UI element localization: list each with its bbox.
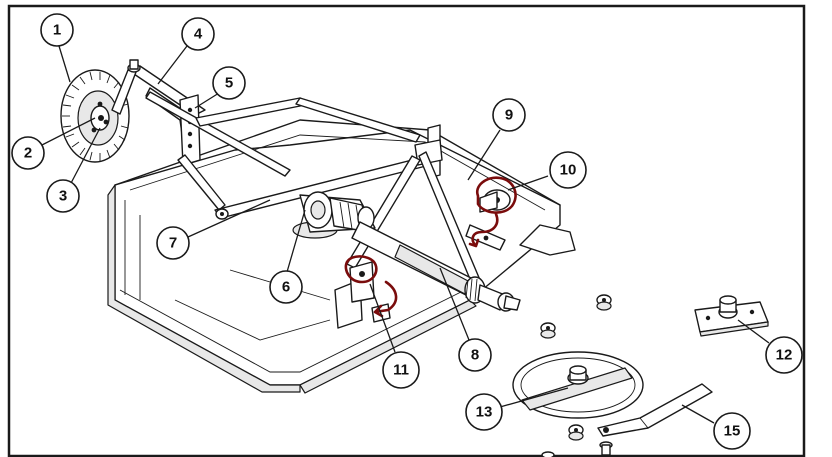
blade-carrier (512, 351, 644, 419)
callout-2: 2 (11, 136, 45, 170)
callout-15: 15 (713, 412, 751, 450)
right-hitch-pin (465, 189, 511, 251)
callout-12-label: 12 (776, 347, 793, 364)
callout-6-label: 6 (282, 279, 290, 296)
leader-1 (58, 45, 71, 83)
highlight-ring-left-pin (344, 255, 378, 284)
leader-13 (499, 387, 569, 408)
bearing-plate (694, 295, 769, 337)
leader-6 (286, 209, 306, 273)
diagram-frame (7, 4, 806, 457)
leader-8 (439, 267, 470, 341)
leader-11 (369, 283, 396, 353)
callout-2-label: 2 (24, 145, 32, 162)
leader-2 (39, 117, 96, 147)
gearbox (292, 191, 376, 239)
mower-deck (107, 119, 576, 394)
highlight-arrow-right-pin (468, 212, 499, 248)
loose-nut-left (540, 322, 556, 339)
callout-8: 8 (458, 338, 492, 372)
leader-5 (194, 92, 220, 109)
leader-15 (681, 404, 715, 424)
callout-4: 4 (181, 17, 215, 51)
callout-13: 13 (465, 393, 503, 431)
callout-9-label: 9 (505, 107, 513, 124)
callout-11: 11 (382, 351, 420, 389)
callout-1-label: 1 (53, 22, 61, 39)
callout-1: 1 (40, 13, 74, 47)
leader-7 (187, 199, 271, 238)
callout-7-label: 7 (169, 235, 177, 252)
callout-8-label: 8 (471, 347, 479, 364)
blade-bolt (541, 441, 613, 457)
a-frame-struts (145, 91, 421, 211)
callout-9: 9 (492, 98, 526, 132)
leader-3 (69, 127, 101, 186)
leader-9 (467, 129, 501, 181)
callout-4-label: 4 (194, 26, 203, 43)
leader-10 (507, 175, 549, 191)
height-adjust-bracket (179, 94, 201, 166)
loose-nut-right (596, 294, 612, 311)
callout-3: 3 (46, 179, 80, 213)
tail-wheel (60, 69, 130, 163)
callout-7: 7 (156, 226, 190, 260)
callout-15-label: 15 (724, 423, 741, 440)
highlight-marks (344, 176, 517, 318)
blade-bolt-nut (568, 424, 584, 441)
callout-11-label: 11 (393, 362, 409, 379)
callout-5-label: 5 (225, 75, 233, 92)
leader-12 (737, 319, 770, 344)
cutting-blade (597, 383, 713, 437)
callout-3-label: 3 (59, 188, 67, 205)
callout-13-label: 13 (476, 404, 493, 421)
highlight-ring-right-pin (475, 176, 517, 214)
callout-10-label: 10 (560, 162, 577, 179)
leader-lines (39, 45, 770, 424)
callout-10: 10 (549, 151, 587, 189)
leader-4 (157, 45, 188, 85)
callout-6: 6 (269, 270, 303, 304)
callout-12: 12 (765, 336, 803, 374)
callout-5: 5 (212, 66, 246, 100)
